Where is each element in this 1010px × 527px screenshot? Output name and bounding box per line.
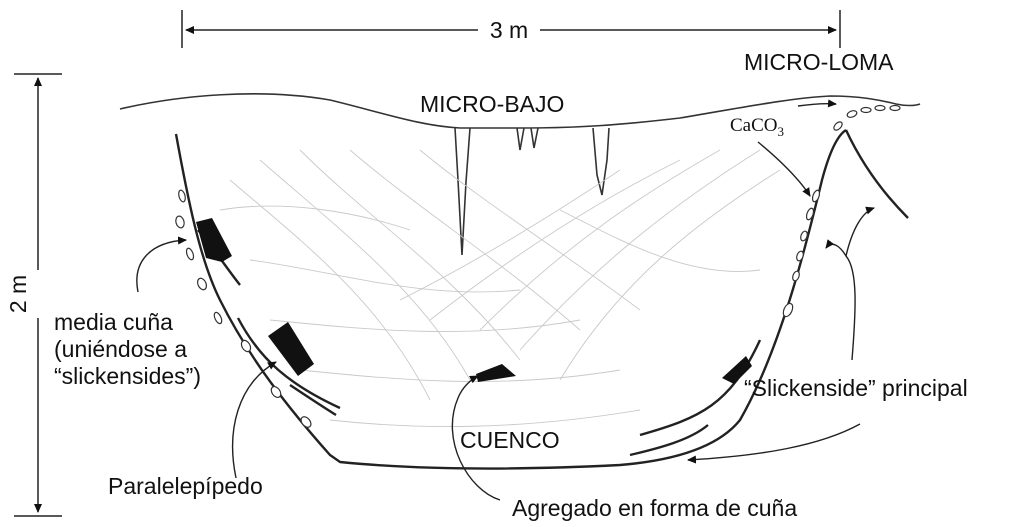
paralelepipedo-label: Paralelepípedo xyxy=(108,473,263,499)
paralelepipedo-aggregate xyxy=(268,322,314,376)
micro-loma-label: MICRO-LOMA xyxy=(744,49,894,75)
slickenside-arrow-1 xyxy=(825,239,856,361)
height-dimension: 2 m xyxy=(5,73,62,517)
fracture-network xyxy=(219,149,781,427)
slickenside-arrow-2 xyxy=(845,206,875,257)
width-dimension-label: 3 m xyxy=(490,17,528,43)
height-dimension-label: 2 m xyxy=(5,275,31,313)
caco3-nodules xyxy=(175,104,901,428)
slickenside-principal-label: “Slickenside” principal xyxy=(744,375,968,401)
slickenside-wedge xyxy=(722,356,752,384)
surface-cracks xyxy=(454,127,610,256)
wedge-aggregate-left xyxy=(196,218,232,262)
micro-bajo-label: MICRO-BAJO xyxy=(420,91,564,117)
media-cuna-arrow xyxy=(136,236,187,293)
bowl-outline xyxy=(174,128,847,470)
wedge-aggregates xyxy=(196,218,752,384)
cuenco-label: CUENCO xyxy=(460,427,560,453)
ground-surface xyxy=(119,93,921,129)
slickenside-planes xyxy=(197,129,909,457)
caco3-label: CaCO3 xyxy=(730,115,784,139)
agregado-label: Agregado en forma de cuña xyxy=(512,495,797,521)
paralelepipedo-arrow xyxy=(231,361,277,479)
cuenco-aggregate xyxy=(476,364,516,382)
slickenside-arrow-3 xyxy=(687,423,861,464)
caco3-arrow-2 xyxy=(797,99,837,108)
caco3-arrow-1 xyxy=(757,141,811,197)
media-cuna-label: media cuña (uniéndose a “slickensides”) xyxy=(54,309,201,389)
annotation-arrows xyxy=(136,99,875,501)
width-dimension: 3 m xyxy=(181,10,841,48)
agregado-arrow xyxy=(451,375,501,501)
